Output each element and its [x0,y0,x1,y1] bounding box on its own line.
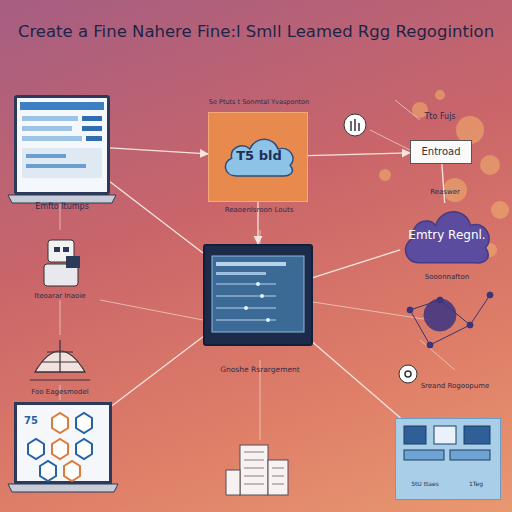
leader-lines [60,100,455,440]
process-box: Se Ptuts t Sonmtal YvaspontonReaoenlsroo… [208,112,308,202]
laptop-bases [8,195,118,492]
process-box: 75 [14,402,112,484]
connector-line [313,342,401,418]
annotation-label: Iteoarar Inaoie [20,292,100,300]
annotation-label: Tto Fujs [410,112,470,121]
process-box: Emfto Itumps [14,95,110,195]
connector-line [110,148,208,154]
building-icon [226,445,288,495]
cloud-node: Emtry Regnl.Sooonnafton [400,203,494,267]
node-text: 5tU ttaes [400,481,450,488]
monitor-screen [212,256,304,332]
annotation-label: Reaswer [415,188,475,196]
bokeh-circles [379,90,509,257]
network-graph [407,292,493,348]
connector-line [110,182,203,253]
globe-icon [30,340,90,380]
node-text: 75 [22,415,40,427]
node-text: Emfto Itumps [9,202,115,211]
annotation-label: Foo Eagesmodel [20,388,100,396]
cloud-node: T5 bld [221,133,297,179]
node-subtext: Sooonnafton [400,273,494,281]
connector-line [112,337,203,406]
panel-tiles [404,426,490,460]
node-text: T5 bld [221,149,297,164]
node-text: Entroad [411,146,471,158]
node-text: Gnoshe Rsrargement [195,366,325,375]
process-box: Entroad [410,140,472,164]
laptop-screen-rows [20,102,104,178]
node-text: Se Ptuts t Sonmtal Yvasponton [184,99,334,106]
hexagon-icons [28,413,92,481]
annotation-label: Sreand Rogoopume [410,382,500,390]
process-box: Gnoshe Rsrargement [203,244,313,346]
node-text: Emtry Regnl. [400,229,494,243]
process-box: 5tU ttaes 1Teg [395,418,501,500]
diagram-title: Create a Fine Nahere Fine:l Smll Leamed … [0,22,512,41]
connector-line [308,153,410,156]
connector-line [313,250,400,278]
node-subtext: Reaoenlsroon Louts [199,206,319,214]
connector-line [442,164,445,203]
node-subtext: 1Teg [456,481,496,488]
robot-icon [44,240,80,286]
